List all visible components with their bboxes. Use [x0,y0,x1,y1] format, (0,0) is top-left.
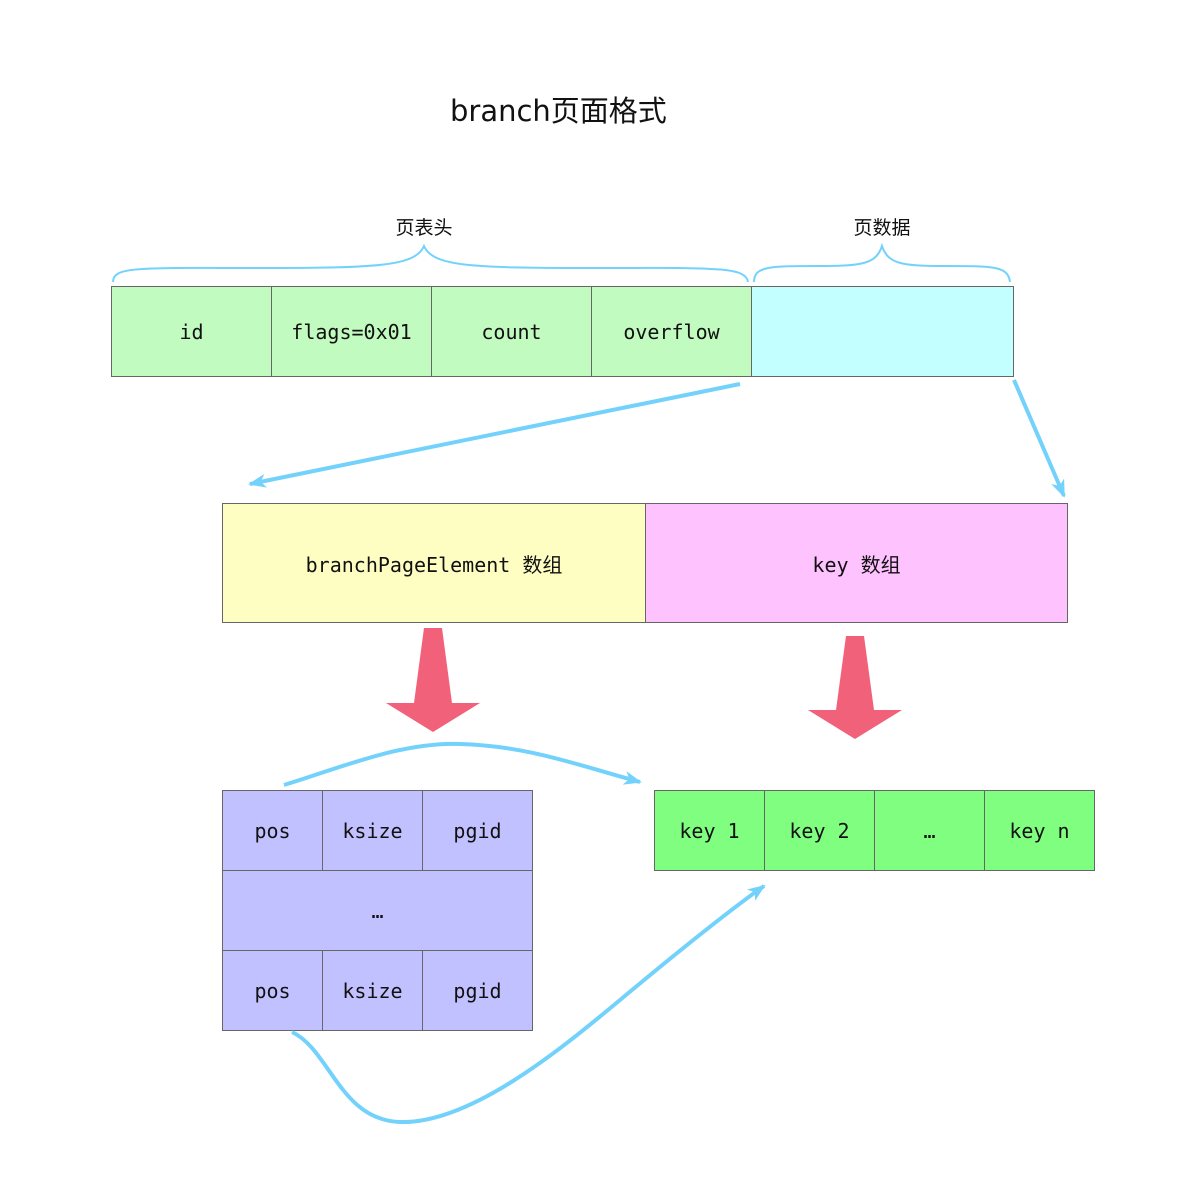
page-header-row: id flags=0x01 count overflow [111,286,1014,377]
element-table: pos ksize pgid … pos ksize pgid [222,790,533,1031]
element-pos: pos [223,951,323,1030]
page-header-label: 页表头 [395,217,453,239]
element-row-first: pos ksize pgid [223,791,532,871]
down-arrow-right [808,636,902,739]
header-cell-overflow: overflow [592,287,752,376]
page-body-row: branchPageElement 数组 key 数组 [222,503,1068,623]
arrow-last-pos-to-key2 [291,884,766,1125]
data-brace [753,242,1011,283]
page-data-cell [752,287,1013,376]
arrow-to-element-array [248,382,741,488]
element-ksize: ksize [323,951,423,1030]
down-arrow-left [386,628,480,732]
key-cell: key 1 [655,791,765,870]
element-ksize: ksize [323,791,423,870]
element-array-cell: branchPageElement 数组 [223,504,646,622]
key-cell: key 2 [765,791,875,870]
element-row-ellipsis: … [223,871,532,951]
element-row-last: pos ksize pgid [223,951,532,1030]
header-cell-id: id [112,287,272,376]
page-data-label: 页数据 [853,217,911,239]
header-brace [112,243,749,283]
key-cell: key n [985,791,1094,870]
element-pgid: pgid [453,818,502,843]
diagram-title: branch页面格式 [450,94,667,128]
arrow-to-key-array [1012,379,1066,498]
element-ellipsis: … [371,898,384,923]
header-cell-count: count [432,287,592,376]
header-cell-flags: flags=0x01 [272,287,432,376]
keys-row: key 1 key 2 … key n [654,790,1095,871]
key-array-cell: key 数组 [646,504,1067,622]
element-pos: pos [223,791,323,870]
arrow-element-to-key1 [283,741,642,787]
key-ellipsis-cell: … [875,791,985,870]
element-pgid: pgid [453,978,502,1003]
